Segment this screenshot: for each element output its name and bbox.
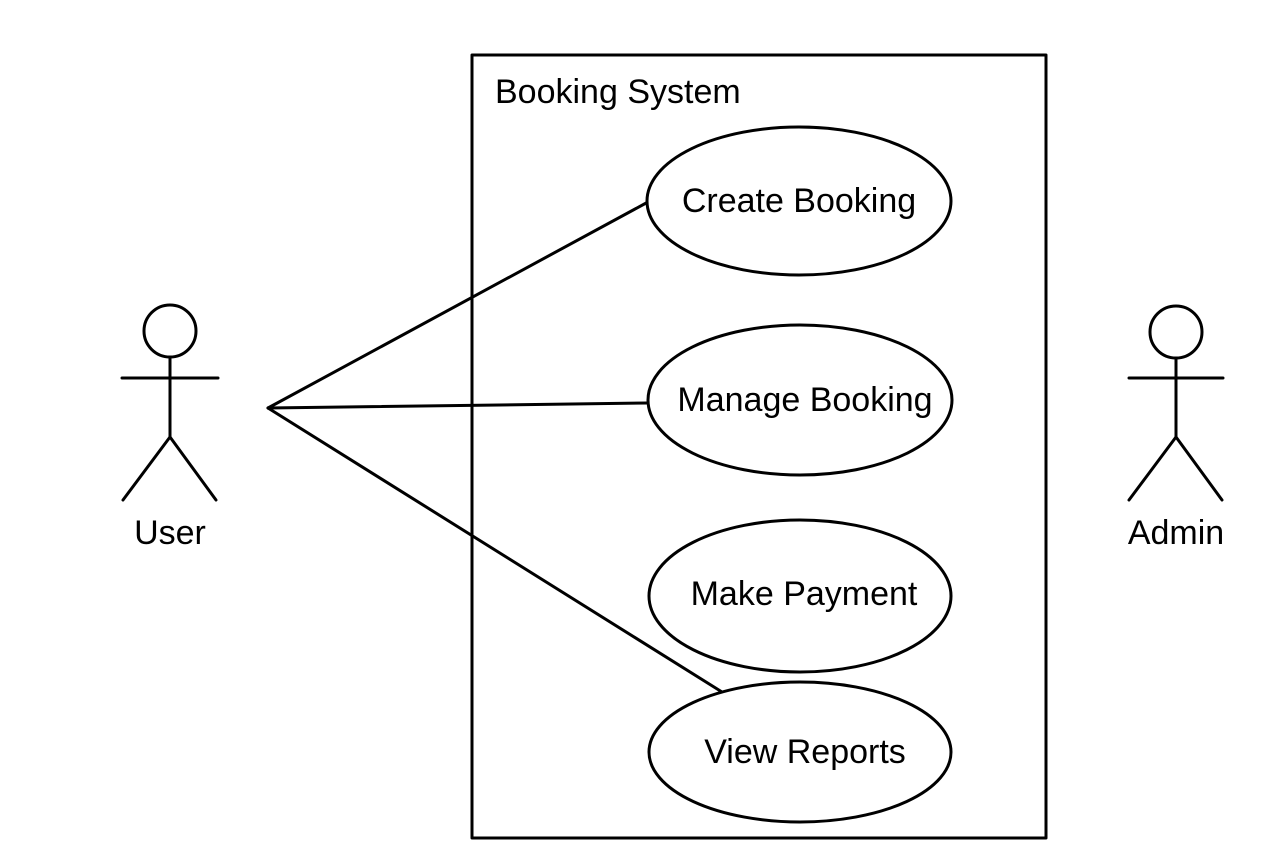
actor-right-leg [1174, 435, 1224, 502]
actor-left-leg [121, 435, 172, 502]
use-case-label: Manage Booking [677, 381, 932, 419]
use-case-make-payment[interactable]: Make Payment [647, 518, 953, 674]
association-user-view-reports [266, 406, 724, 694]
actor-head [142, 303, 198, 359]
actor-user[interactable]: User [120, 303, 220, 552]
association-user-manage-booking [266, 401, 650, 410]
stick-figure-icon [1127, 304, 1225, 502]
use-case-create-booking[interactable]: Create Booking [645, 125, 953, 277]
use-case-ellipse [645, 125, 953, 277]
use-case-label: Make Payment [691, 575, 918, 613]
system-boundary: Booking System [470, 53, 1048, 840]
use-case-label: Create Booking [682, 182, 916, 220]
actor-right-leg [168, 435, 218, 502]
use-case-label: View Reports [704, 733, 906, 771]
system-boundary-box [470, 53, 1048, 840]
use-case-view-reports[interactable]: View Reports [647, 680, 953, 824]
use-case-ellipse [646, 323, 954, 477]
actor-head [1148, 304, 1204, 360]
use-case-ellipse [647, 680, 953, 824]
system-title: Booking System [495, 73, 741, 111]
actor-label: User [134, 514, 206, 552]
use-case-manage-booking[interactable]: Manage Booking [646, 323, 954, 477]
associations [266, 200, 724, 694]
stick-figure-icon [120, 303, 220, 502]
actor-label: Admin [1128, 514, 1224, 552]
actor-left-leg [1127, 435, 1178, 502]
actor-admin[interactable]: Admin [1127, 304, 1225, 552]
use-case-ellipse [647, 518, 953, 674]
association-user-create-booking [266, 200, 650, 410]
